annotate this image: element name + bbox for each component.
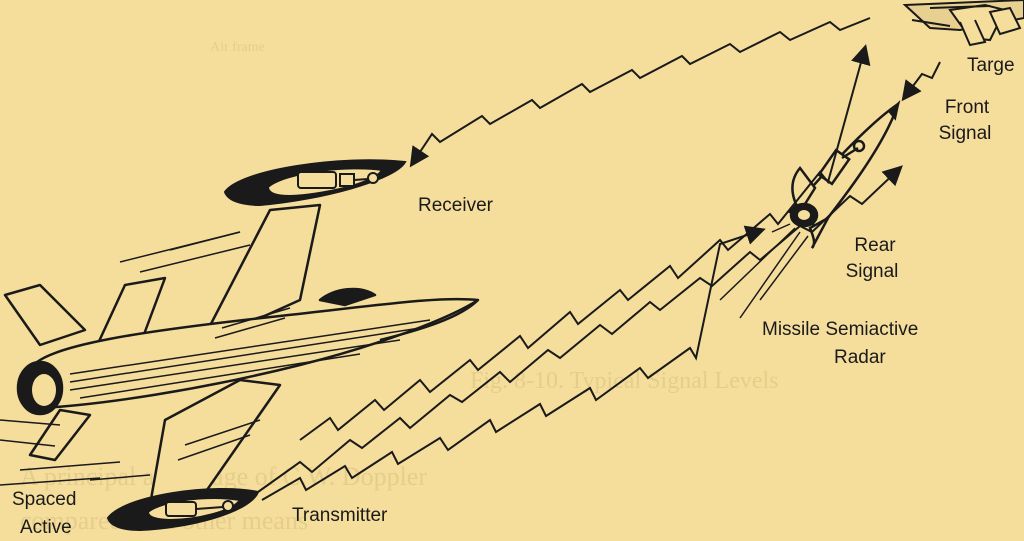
- label-radar: Radar: [834, 347, 886, 368]
- label-target: Targe: [967, 55, 1015, 76]
- label-front-signal-line1: Front: [944, 97, 990, 118]
- label-receiver: Receiver: [418, 195, 493, 216]
- signal-paths: [257, 17, 941, 501]
- label-spaced: Spaced: [12, 489, 77, 510]
- signal-transmitter-to-missile: [261, 225, 766, 501]
- label-front-signal-line2: Signal: [938, 123, 992, 144]
- show-through-text-1: Air frame: [210, 40, 265, 55]
- signal-target-to-missile: [901, 61, 941, 102]
- label-missile-semiactive: Missile Semiactive: [762, 319, 919, 340]
- label-rear-signal-line1: Rear: [854, 235, 896, 256]
- signal-transmitter-to-target-2: [299, 44, 871, 441]
- signal-transmitter-to-target: [257, 165, 903, 493]
- signal-target-to-receiver: [409, 17, 871, 168]
- label-transmitter: Transmitter: [292, 505, 388, 526]
- receiver-pod: [223, 159, 407, 207]
- transmitter-pod: [106, 488, 260, 532]
- label-active: Active: [20, 517, 72, 538]
- label-rear-signal-line2: Signal: [845, 261, 899, 282]
- launch-aircraft: [0, 203, 480, 507]
- missile: [719, 100, 901, 319]
- target-aircraft: [902, 0, 1024, 47]
